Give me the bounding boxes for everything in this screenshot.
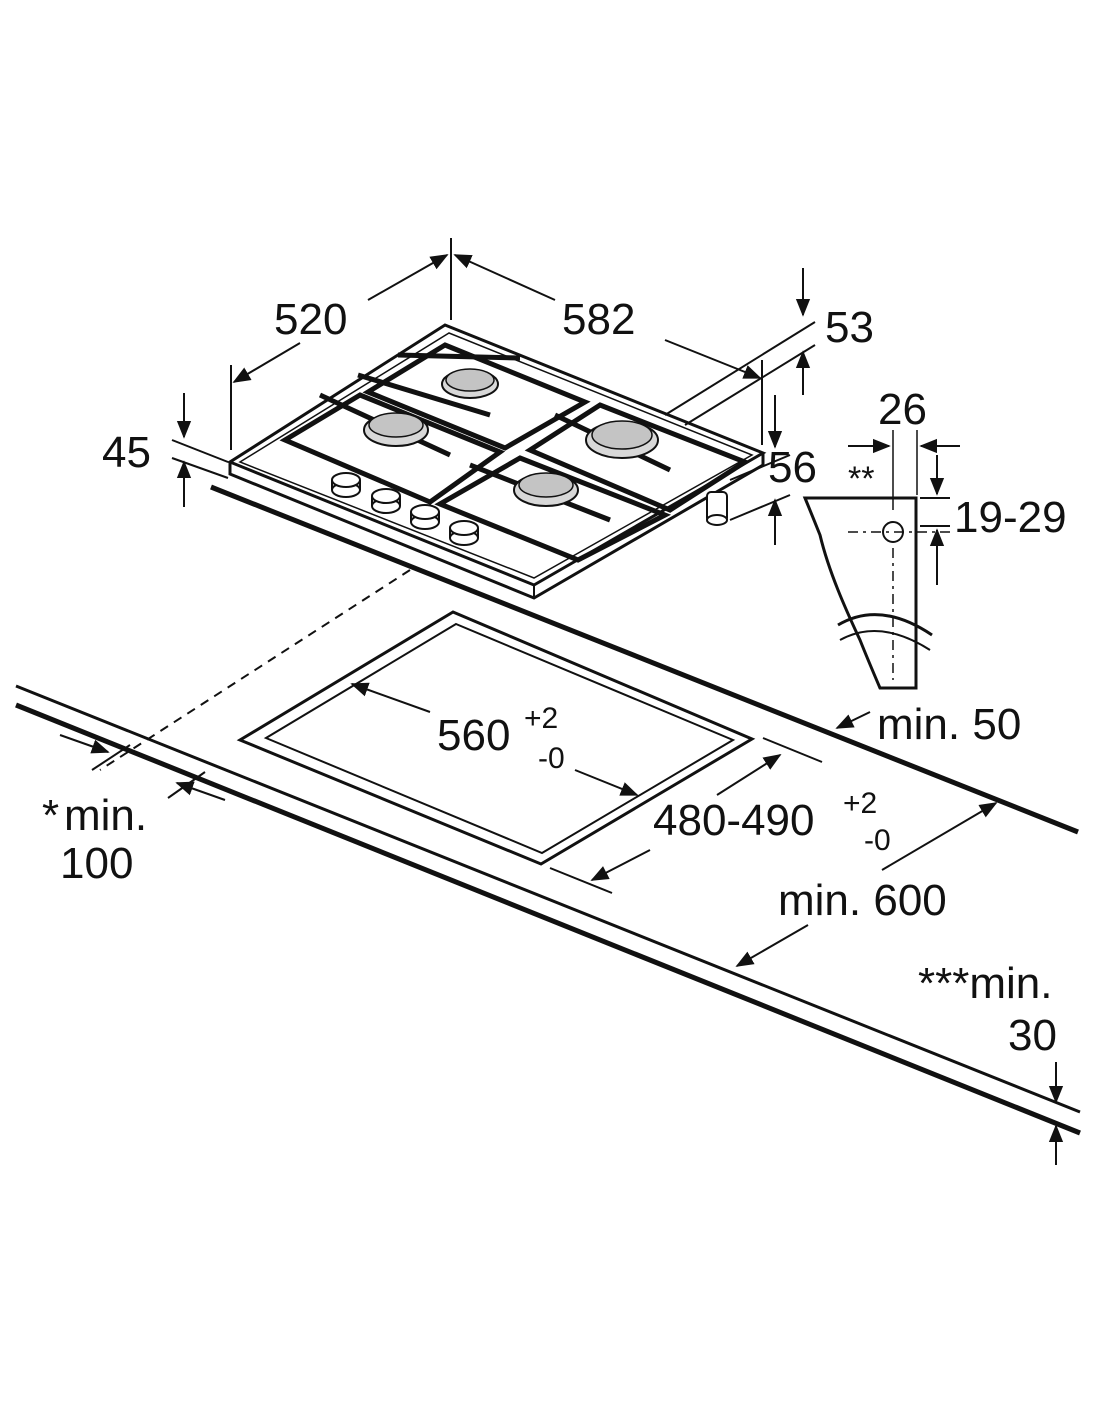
burner-front-left bbox=[363, 412, 429, 447]
dashed-projection-line bbox=[99, 569, 411, 771]
cutout bbox=[236, 610, 756, 866]
label-bracket-26: 26 bbox=[878, 385, 927, 434]
worktop bbox=[15, 484, 1081, 1136]
burner-front-right bbox=[513, 472, 579, 507]
label-worktop-19-29: 19-29 bbox=[954, 493, 1067, 542]
burner-rear-right bbox=[585, 420, 659, 459]
label-min-30-line2: 30 bbox=[1008, 1011, 1057, 1060]
label-min-50: min. 50 bbox=[877, 700, 1021, 749]
label-cutout-depth: 480-490 bbox=[653, 796, 814, 845]
label-min-600: min. 600 bbox=[778, 876, 947, 925]
label-cutout-depth-tol-plus: +2 bbox=[843, 787, 877, 820]
label-connector-56: 56 bbox=[768, 443, 817, 492]
label-min-30-line1: ***min. bbox=[918, 959, 1053, 1008]
dimension-lines bbox=[59, 238, 1064, 1165]
label-depth-520: 520 bbox=[274, 295, 347, 344]
side-profile-detail bbox=[802, 430, 960, 690]
label-height-45: 45 bbox=[102, 428, 151, 477]
label-width-582: 582 bbox=[562, 295, 635, 344]
gas-hob bbox=[226, 323, 767, 600]
label-cutout-width-tol-plus: +2 bbox=[524, 702, 558, 735]
label-cutout-width: 560 bbox=[437, 711, 510, 760]
control-knobs bbox=[331, 472, 479, 546]
gas-connector bbox=[706, 491, 728, 526]
label-rear-53: 53 bbox=[825, 303, 874, 352]
label-min-100-line2: 100 bbox=[60, 839, 133, 888]
label-min-100-line1: min. bbox=[64, 791, 147, 840]
label-min-100-prefix: * bbox=[42, 791, 59, 840]
burner-rear-left bbox=[441, 368, 499, 399]
label-cutout-depth-tol-minus: -0 bbox=[864, 824, 891, 857]
label-bracket-note: ** bbox=[848, 460, 874, 498]
pan-supports bbox=[279, 342, 751, 563]
label-cutout-width-tol-minus: -0 bbox=[538, 742, 565, 775]
